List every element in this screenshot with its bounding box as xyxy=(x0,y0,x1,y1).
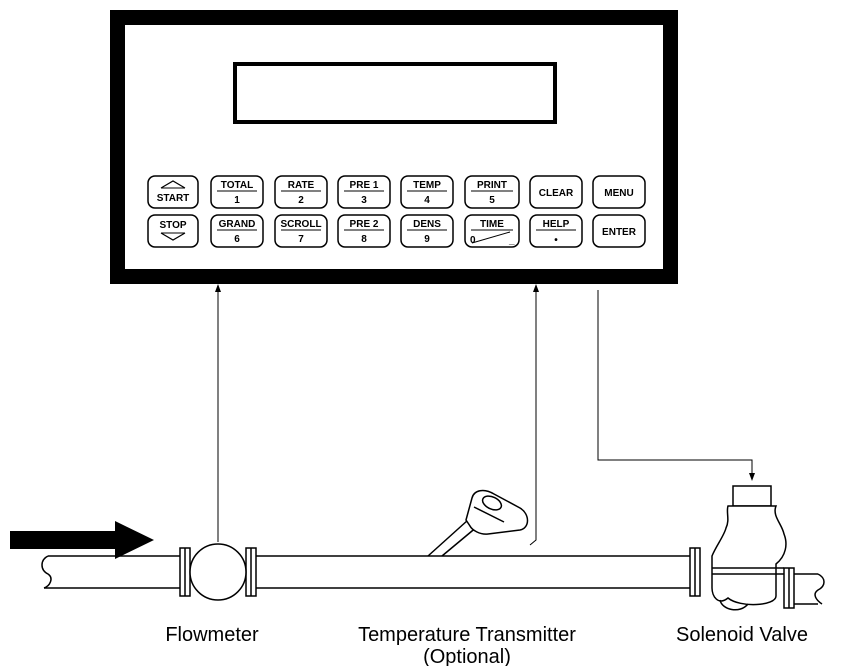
time-label: TIME xyxy=(480,219,504,230)
flow-direction-arrow-icon xyxy=(10,521,154,559)
arrow-up-icon xyxy=(533,284,539,292)
temperature-transmitter xyxy=(427,489,529,557)
dens-button[interactable]: DENS 9 xyxy=(400,214,454,248)
digit-7-label: 7 xyxy=(298,234,304,245)
enter-button[interactable]: ENTER xyxy=(592,214,646,248)
signal-wiring xyxy=(215,284,755,546)
digit-3-label: 3 xyxy=(361,195,367,206)
temperature-signal-wire xyxy=(529,290,537,546)
solenoid-valve-caption: Solenoid Valve xyxy=(676,624,808,646)
digit-0-label: 0 xyxy=(470,235,476,246)
arrow-up-icon xyxy=(215,284,221,292)
optional-caption: (Optional) xyxy=(423,646,511,666)
digit-8-label: 8 xyxy=(361,234,367,245)
valve-control-wire xyxy=(597,290,753,474)
temperature-transmitter-caption: Temperature Transmitter xyxy=(358,624,576,646)
arrow-down-icon xyxy=(749,473,755,481)
digit-6-label: 6 xyxy=(234,234,240,245)
clear-button[interactable]: CLEAR xyxy=(529,175,583,209)
print-button[interactable]: PRINT 5 xyxy=(464,175,520,209)
pre2-button[interactable]: PRE 2 8 xyxy=(337,214,391,248)
grand-label: GRAND xyxy=(219,219,256,230)
flowmeter-caption: Flowmeter xyxy=(165,624,259,646)
grand-button[interactable]: GRAND 6 xyxy=(210,214,264,248)
scroll-button[interactable]: SCROLL 7 xyxy=(274,214,328,248)
slash-divider xyxy=(471,231,511,244)
solenoid-valve xyxy=(711,485,825,611)
digit-2-label: 2 xyxy=(298,195,304,206)
arrow-down-icon xyxy=(160,232,186,241)
time-button[interactable]: TIME 0 _ xyxy=(464,214,520,248)
print-label: PRINT xyxy=(477,180,507,191)
clear-label: CLEAR xyxy=(539,188,574,199)
rate-label: RATE xyxy=(288,180,315,191)
help-button[interactable]: HELP • xyxy=(529,214,583,248)
start-button[interactable]: START xyxy=(147,175,199,209)
flow-computer-unit: START TOTAL 1 RATE 2 PRE 1 3 TEMP 4 xyxy=(110,10,678,284)
digit-4-label: 4 xyxy=(424,195,430,206)
pre2-label: PRE 2 xyxy=(350,219,379,230)
total-label: TOTAL xyxy=(221,180,253,191)
arrow-up-icon xyxy=(160,180,186,189)
menu-label: MENU xyxy=(604,188,633,199)
enter-label: ENTER xyxy=(602,227,637,238)
digit-5-label: 5 xyxy=(489,195,495,206)
temp-button[interactable]: TEMP 4 xyxy=(400,175,454,209)
menu-button[interactable]: MENU xyxy=(592,175,646,209)
scroll-label: SCROLL xyxy=(280,219,321,230)
minus-label: _ xyxy=(508,235,515,246)
digit-1-label: 1 xyxy=(234,195,240,206)
start-label: START xyxy=(157,193,190,204)
decimal-point-label: • xyxy=(554,235,558,246)
stop-button[interactable]: STOP xyxy=(147,214,199,248)
help-label: HELP xyxy=(543,219,570,230)
dens-label: DENS xyxy=(413,219,441,230)
pre1-button[interactable]: PRE 1 3 xyxy=(337,175,391,209)
lcd-display xyxy=(233,62,557,124)
pipeline xyxy=(41,547,701,597)
temp-label: TEMP xyxy=(413,180,441,191)
pre1-label: PRE 1 xyxy=(350,180,379,191)
rate-button[interactable]: RATE 2 xyxy=(274,175,328,209)
total-button[interactable]: TOTAL 1 xyxy=(210,175,264,209)
flowmeter-body xyxy=(189,543,247,601)
digit-9-label: 9 xyxy=(424,234,430,245)
stop-label: STOP xyxy=(159,220,186,231)
